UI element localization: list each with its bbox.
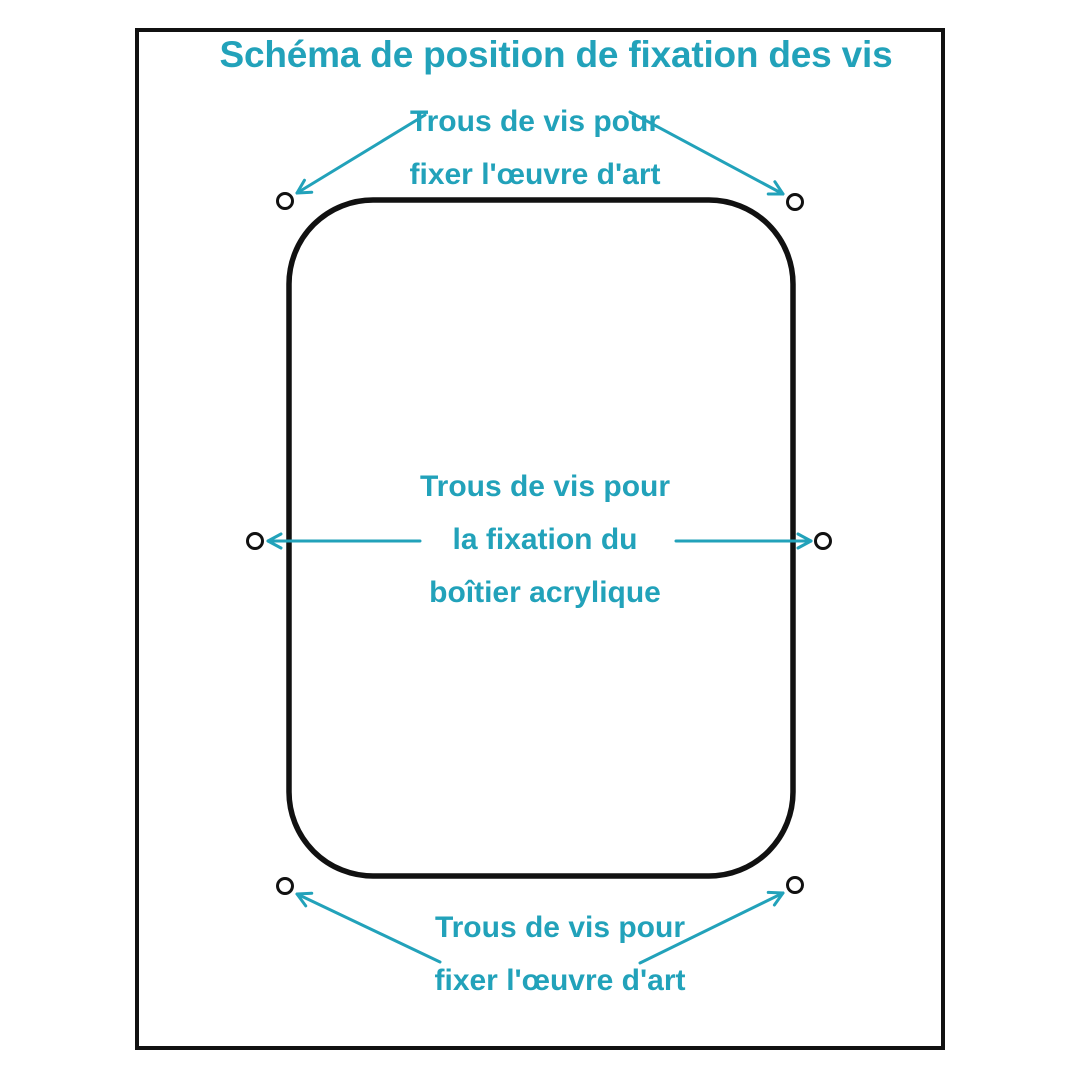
label-line: la fixation du: [452, 523, 638, 556]
screw-hole-middle-left: [246, 532, 264, 550]
label-artwork-screw-holes-bottom: Trous de vis pour fixer l'œuvre d'art: [434, 901, 685, 1007]
arrow-to-top-left-hole: [295, 113, 427, 195]
screw-hole-bottom-right: [786, 876, 804, 894]
screw-hole-middle-right: [814, 532, 832, 550]
arrow-to-bottom-left-hole: [295, 891, 442, 964]
acrylic-panel-outline: [286, 197, 796, 879]
label-line: Trous de vis pour: [434, 911, 686, 944]
arrow-to-top-right-hole: [628, 110, 785, 196]
label-line: fixer l'œuvre d'art: [434, 964, 686, 997]
arrow-to-bottom-right-hole: [638, 890, 785, 965]
label-line: fixer l'œuvre d'art: [409, 158, 661, 191]
diagram-border-frame: [135, 28, 945, 1050]
screw-hole-top-right: [786, 193, 804, 211]
label-line: boîtier acrylique: [429, 576, 661, 609]
screw-hole-bottom-left: [276, 877, 294, 895]
label-artwork-screw-holes-top: Trous de vis pour fixer l'œuvre d'art: [409, 95, 660, 201]
label-acrylic-case-screw-holes: Trous de vis pour la fixation du boîtier…: [420, 460, 670, 619]
label-line: Trous de vis pour: [409, 105, 661, 138]
screw-hole-top-left: [276, 192, 294, 210]
diagram-title: Schéma de position de fixation des vis: [219, 34, 893, 75]
label-line: Trous de vis pour: [419, 470, 671, 503]
